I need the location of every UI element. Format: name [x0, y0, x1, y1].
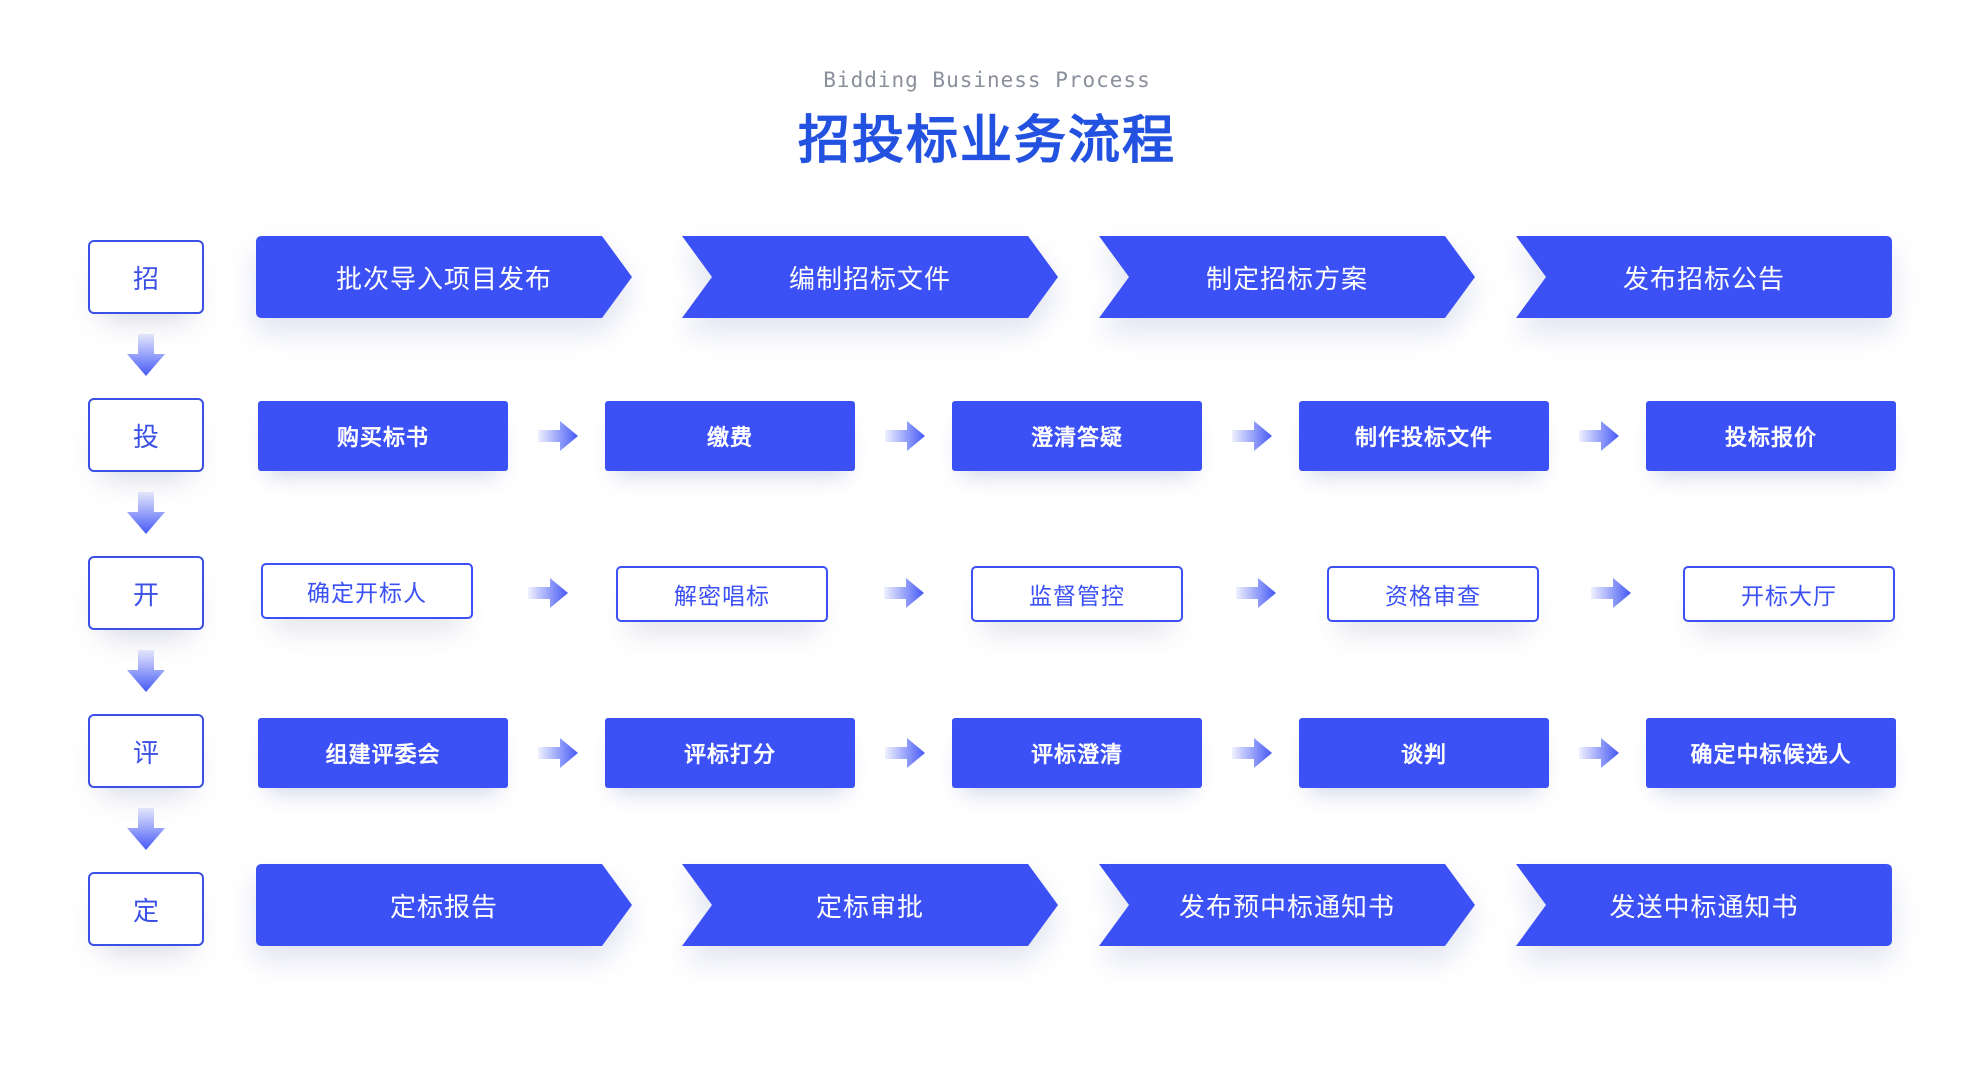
- page-subtitle: Bidding Business Process: [823, 68, 1151, 92]
- process-step: 购买标书: [258, 401, 508, 471]
- process-step: 发布预中标通知书: [1099, 864, 1475, 946]
- process-step: 编制招标文件: [682, 236, 1058, 318]
- stage-tou: 投: [88, 398, 204, 472]
- process-step: 定标报告: [256, 864, 632, 946]
- right-arrow-icon: [1591, 578, 1631, 608]
- process-step: 评标打分: [605, 718, 855, 788]
- process-step: 批次导入项目发布: [256, 236, 632, 318]
- right-arrow-icon: [1579, 738, 1619, 768]
- process-step: 澄清答疑: [952, 401, 1202, 471]
- process-step: 监督管控: [971, 566, 1183, 622]
- stage-kai: 开: [88, 556, 204, 630]
- process-step: 组建评委会: [258, 718, 508, 788]
- right-arrow-icon: [885, 738, 925, 768]
- process-step-label: 发布招标公告: [1622, 264, 1785, 295]
- right-arrow-icon: [1232, 738, 1272, 768]
- stage-zhao: 招: [88, 240, 204, 314]
- right-arrow-icon: [538, 421, 578, 451]
- down-arrow-icon: [127, 650, 165, 692]
- process-step-label: 定标报告: [389, 892, 498, 923]
- right-arrow-icon: [884, 578, 924, 608]
- process-step: 制定招标方案: [1099, 236, 1475, 318]
- process-step-label: 发送中标通知书: [1609, 892, 1799, 923]
- process-step-label: 制定招标方案: [1205, 264, 1368, 295]
- right-arrow-icon: [538, 738, 578, 768]
- process-step: 评标澄清: [952, 718, 1202, 788]
- stage-ping: 评: [88, 714, 204, 788]
- down-arrow-icon: [127, 808, 165, 850]
- process-step: 解密唱标: [616, 566, 828, 622]
- process-step-label: 发布预中标通知书: [1178, 892, 1395, 923]
- process-step: 确定中标候选人: [1646, 718, 1896, 788]
- process-step: 谈判: [1299, 718, 1549, 788]
- process-step: 资格审查: [1327, 566, 1539, 622]
- process-step: 缴费: [605, 401, 855, 471]
- process-step-label: 定标审批: [815, 892, 924, 923]
- right-arrow-icon: [1579, 421, 1619, 451]
- process-step-label: 批次导入项目发布: [335, 264, 552, 295]
- process-step: 发送中标通知书: [1516, 864, 1892, 946]
- stage-ding: 定: [88, 872, 204, 946]
- right-arrow-icon: [885, 421, 925, 451]
- right-arrow-icon: [528, 578, 568, 608]
- process-step: 发布招标公告: [1516, 236, 1892, 318]
- process-step-label: 编制招标文件: [788, 264, 951, 295]
- process-step: 投标报价: [1646, 401, 1896, 471]
- process-step: 定标审批: [682, 864, 1058, 946]
- page-title: 招投标业务流程: [797, 110, 1176, 171]
- process-step: 开标大厅: [1683, 566, 1895, 622]
- right-arrow-icon: [1232, 421, 1272, 451]
- process-step: 制作投标文件: [1299, 401, 1549, 471]
- down-arrow-icon: [127, 492, 165, 534]
- process-step: 确定开标人: [261, 563, 473, 619]
- down-arrow-icon: [127, 334, 165, 376]
- right-arrow-icon: [1236, 578, 1276, 608]
